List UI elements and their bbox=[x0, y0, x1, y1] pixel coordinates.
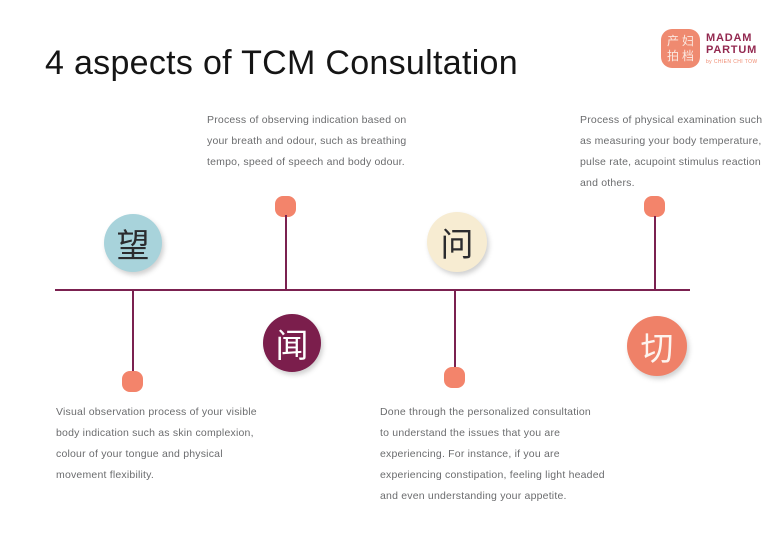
timeline-axis bbox=[55, 289, 690, 291]
page-title: 4 aspects of TCM Consultation bbox=[45, 44, 518, 82]
aspect-description-wang: Visual observation process of your visib… bbox=[56, 406, 257, 481]
aspect-description-wen-inquiry: Done through the personalized consultati… bbox=[380, 406, 605, 502]
aspect-character-wen-smell: 闻 bbox=[275, 327, 309, 364]
brand-name-line2: PARTUM bbox=[706, 44, 758, 56]
madam-partum-seal-icon: 产妇 拍档 bbox=[661, 29, 700, 68]
brand-logo: 产妇 拍档 MADAM PARTUM by CHIEN CHI TOW bbox=[661, 29, 758, 68]
aspect-character-qie: 切 bbox=[640, 330, 674, 367]
seal-text-top: 产妇 bbox=[666, 33, 697, 48]
connector-line-wang bbox=[132, 291, 134, 372]
connector-line-qie bbox=[654, 216, 656, 290]
aspect-circle-qie: 切 bbox=[627, 316, 687, 376]
aspect-circle-wen-inquiry: 问 bbox=[427, 212, 487, 272]
timeline-marker-qie bbox=[644, 196, 665, 217]
connector-line-wen-smell bbox=[285, 215, 287, 290]
brand-wordmark: MADAM PARTUM by CHIEN CHI TOW bbox=[706, 29, 758, 65]
seal-text-bottom: 拍档 bbox=[666, 48, 697, 63]
aspect-character-wen-inquiry: 问 bbox=[440, 226, 474, 263]
aspect-description-qie: Process of physical examination such as … bbox=[580, 114, 763, 189]
timeline-marker-wen-inquiry bbox=[444, 367, 465, 388]
connector-line-wen-inquiry bbox=[454, 291, 456, 368]
aspect-circle-wen-smell: 闻 bbox=[263, 314, 321, 372]
brand-name-line1: MADAM bbox=[706, 32, 753, 44]
aspect-character-wang: 望 bbox=[116, 227, 150, 264]
brand-tagline: by CHIEN CHI TOW bbox=[706, 59, 758, 65]
timeline-marker-wen-smell bbox=[275, 196, 296, 217]
timeline-marker-wang bbox=[122, 371, 143, 392]
aspect-description-wen-smell: Process of observing indication based on… bbox=[207, 114, 407, 168]
aspect-circle-wang: 望 bbox=[104, 214, 162, 272]
